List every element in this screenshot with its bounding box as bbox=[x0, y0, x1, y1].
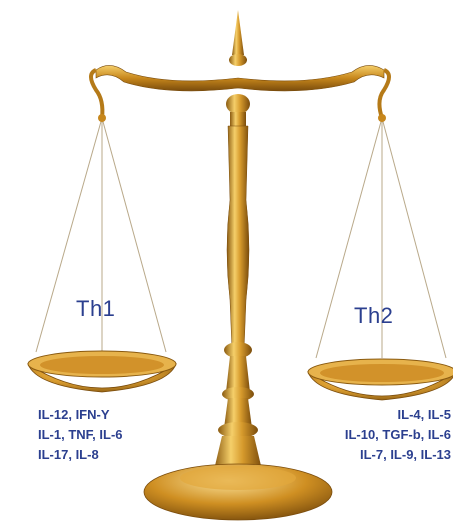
th1-label: Th1 bbox=[76, 296, 115, 322]
th2-cytokine-line: IL-4, IL-5 bbox=[345, 405, 451, 425]
column-knob bbox=[226, 94, 250, 114]
th1-cytokine-line: IL-1, TNF, IL-6 bbox=[38, 425, 123, 445]
th2-cytokine-list: IL-4, IL-5 IL-10, TGF-b, IL-6 IL-7, IL-9… bbox=[345, 405, 451, 465]
th1-cytokine-line: IL-12, IFN-Y bbox=[38, 405, 123, 425]
th2-cytokine-line: IL-7, IL-9, IL-13 bbox=[345, 445, 451, 465]
th2-label: Th2 bbox=[354, 303, 393, 329]
th1-cytokine-line: IL-17, IL-8 bbox=[38, 445, 123, 465]
finial-spike bbox=[232, 10, 244, 55]
th1-cytokine-list: IL-12, IFN-Y IL-1, TNF, IL-6 IL-17, IL-8 bbox=[38, 405, 123, 465]
left-pan bbox=[28, 351, 176, 392]
crossbeam bbox=[96, 65, 384, 90]
th2-cytokine-line: IL-10, TGF-b, IL-6 bbox=[345, 425, 451, 445]
column bbox=[227, 126, 249, 350]
right-pan bbox=[308, 359, 453, 400]
